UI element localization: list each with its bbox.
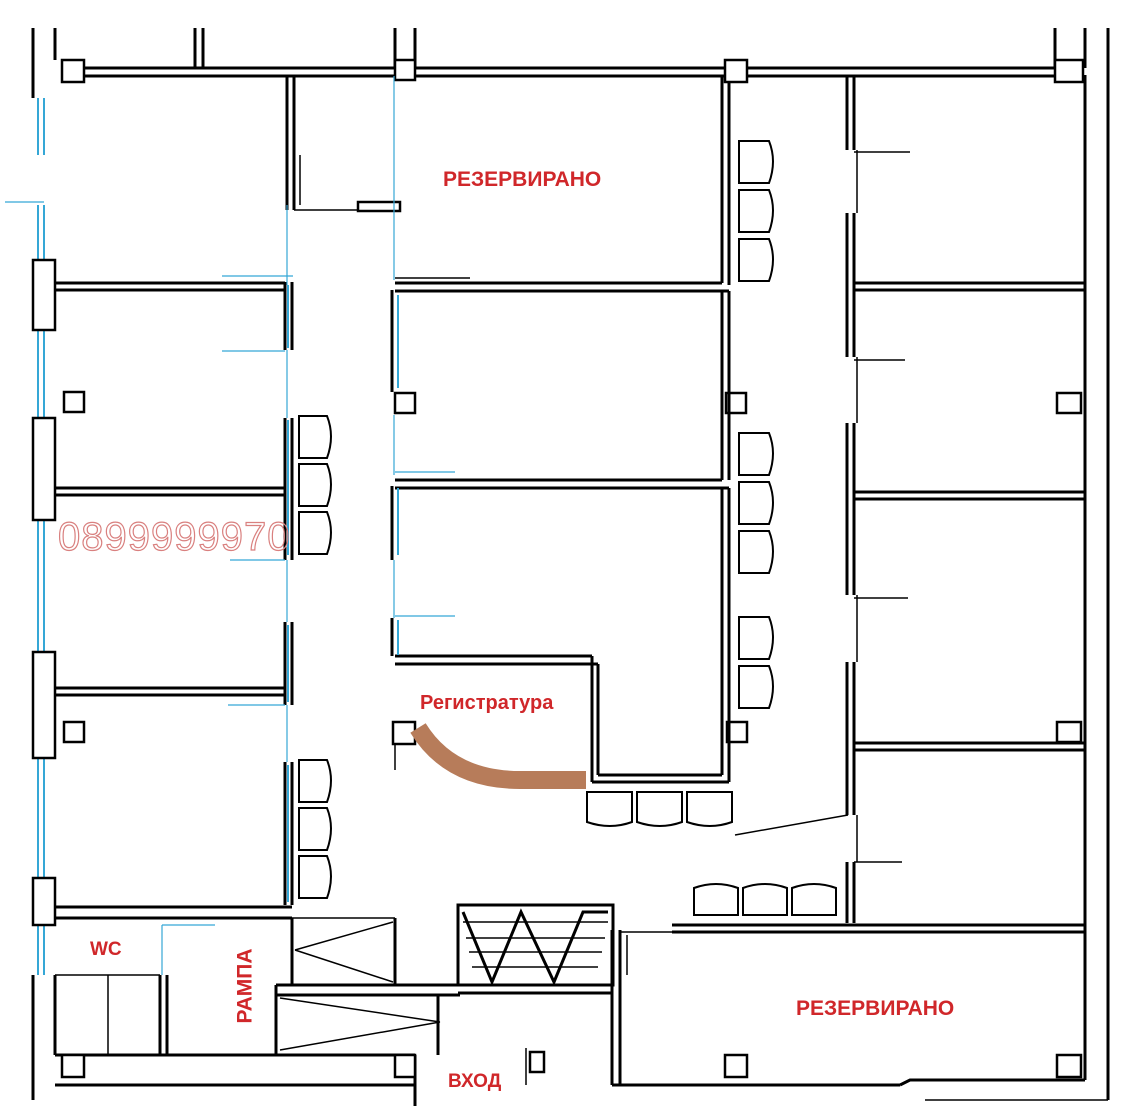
reception-label: Регистратура [420,692,554,714]
outer-walls [31,28,1110,1106]
reserved-label-bottom: РЕЗЕРВИРАНО [796,997,955,1020]
ramp-label: РАМПА [233,948,257,1024]
waiting-chairs [298,140,837,916]
wc-label: WC [90,939,122,960]
ramp [279,921,441,1051]
structural-columns [60,58,1085,1079]
entrance-stairs [456,903,615,1085]
reception-desk [410,723,586,789]
reserved-label-top: РЕЗЕРВИРАНО [443,168,602,191]
left-glazing [5,98,45,975]
middle-room-walls [390,76,731,784]
left-pillars [31,258,57,927]
left-room-walls [55,76,402,920]
right-room-walls [734,76,1085,923]
bottom-area-walls [55,917,1085,1085]
entrance-label: ВХОД [448,1071,502,1092]
phone-watermark: 0899999970 [57,514,291,559]
